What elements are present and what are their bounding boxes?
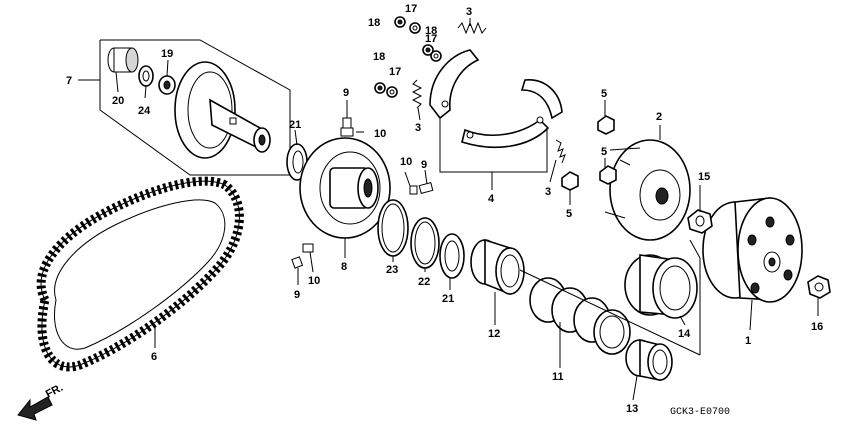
callout-8: 8	[341, 261, 347, 273]
driven-face-part	[174, 61, 271, 159]
callout-18: 18	[368, 17, 380, 29]
collar-part	[625, 338, 673, 381]
callout-20: 20	[112, 95, 124, 107]
callout-23: 23	[386, 264, 398, 276]
callout-17: 17	[425, 33, 437, 45]
callout-5: 5	[601, 146, 607, 158]
callout-15: 15	[698, 171, 710, 183]
callout-6: 6	[151, 351, 157, 363]
callout-14: 14	[678, 328, 691, 340]
o-ring-part	[377, 199, 409, 257]
hex-nut-part	[807, 275, 831, 299]
callout-12: 12	[488, 328, 500, 340]
callout-3: 3	[415, 122, 421, 134]
diagram-code: GCK3-E0700	[670, 407, 730, 418]
callout-18: 18	[373, 51, 385, 63]
movable-driven-face-part	[299, 137, 391, 239]
callout-17: 17	[405, 3, 417, 15]
clutch-drive-plate-part	[604, 139, 691, 241]
callout-22: 22	[418, 276, 430, 288]
washer-part	[374, 16, 442, 98]
clutch-outer-part	[702, 197, 803, 303]
callout-5: 5	[601, 88, 607, 100]
clutch-spring-part	[411, 21, 566, 164]
callout-1: 1	[745, 335, 751, 347]
callout-9: 9	[294, 289, 300, 301]
spring-retainer-part	[624, 254, 698, 319]
guide-pin-part	[291, 117, 434, 269]
callout-11: 11	[552, 371, 564, 383]
seal-collar-part	[470, 238, 525, 296]
callout-17: 17	[389, 66, 401, 78]
callout-19: 19	[161, 48, 173, 60]
callout-13: 13	[626, 403, 638, 415]
hex-nut-part	[687, 209, 713, 234]
radial-bearing-part	[158, 75, 176, 95]
callout-21: 21	[442, 293, 454, 305]
callout-2: 2	[656, 111, 662, 123]
callout-21: 21	[289, 119, 301, 131]
callout-10: 10	[374, 128, 386, 140]
front-direction-arrow: FR.	[17, 382, 65, 421]
leader-lines	[115, 18, 819, 401]
callout-24: 24	[138, 105, 151, 117]
callout-3: 3	[466, 6, 472, 18]
callout-4: 4	[488, 193, 495, 205]
driven-face-spring-part	[529, 277, 631, 355]
callout-9: 9	[421, 159, 427, 171]
callout-9: 9	[343, 87, 349, 99]
driven-face-assembly-group	[78, 39, 291, 176]
drive-belt-part	[36, 176, 244, 372]
callout-7: 7	[66, 75, 72, 87]
oil-seal-part	[439, 233, 465, 279]
oil-seal-part	[138, 65, 154, 87]
callout-labels: 1 2 3 3 3 4 5 5 5 6 7 8 9 9 9 10 10 10 1…	[66, 3, 823, 415]
clutch-shoe-part	[429, 49, 563, 148]
callout-10: 10	[400, 156, 412, 168]
callout-3: 3	[545, 186, 551, 198]
callout-16: 16	[811, 321, 823, 333]
callout-5: 5	[566, 208, 572, 220]
needle-bearing-part	[107, 47, 139, 73]
hex-nut-part	[561, 115, 617, 191]
callout-18: 18	[425, 25, 437, 37]
callout-10: 10	[308, 275, 320, 287]
o-ring-part	[410, 217, 440, 269]
direction-label: FR.	[44, 382, 65, 401]
